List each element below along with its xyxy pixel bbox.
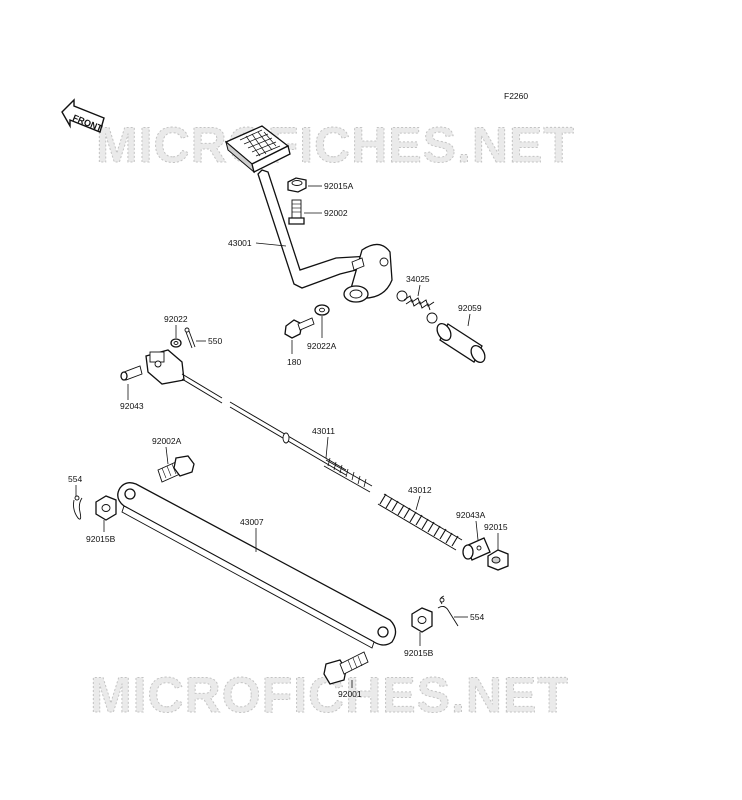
label-34025: 34025 xyxy=(406,274,430,284)
spring-43012 xyxy=(377,493,463,551)
label-92015A: 92015A xyxy=(324,181,354,191)
nut-92015B-right xyxy=(411,607,433,633)
label-92001: 92001 xyxy=(338,689,362,699)
label-554-left: 554 xyxy=(68,474,82,484)
brake-rod-43011 xyxy=(181,373,373,493)
label-92059: 92059 xyxy=(458,303,482,313)
brake-pedal-43001 xyxy=(224,125,393,303)
label-43011: 43011 xyxy=(312,426,335,436)
washer-92022 xyxy=(170,338,182,348)
nut-92015 xyxy=(487,549,509,571)
label-43007: 43007 xyxy=(240,517,264,527)
figure-code: F2260 xyxy=(504,91,528,101)
label-92015B-left: 92015B xyxy=(86,534,116,544)
label-92015: 92015 xyxy=(484,522,508,532)
bolt-180 xyxy=(284,317,315,339)
label-550: 550 xyxy=(208,336,222,346)
label-92002A: 92002A xyxy=(152,436,182,446)
spring-34025 xyxy=(396,290,438,324)
collar-92059 xyxy=(436,322,486,364)
label-92043A: 92043A xyxy=(456,510,486,520)
label-92043: 92043 xyxy=(120,401,144,411)
clevis-joint xyxy=(145,349,185,385)
label-43001: 43001 xyxy=(228,238,252,248)
label-180: 180 xyxy=(287,357,301,367)
link-rod-43007 xyxy=(117,482,397,649)
label-43012: 43012 xyxy=(408,485,432,495)
clip-554-left xyxy=(73,495,83,520)
clip-554-right xyxy=(437,595,459,627)
bolt-92001 xyxy=(323,651,369,685)
cotter-pin-550 xyxy=(184,327,196,349)
front-arrow-icon: FRONT xyxy=(61,98,105,134)
label-554-right: 554 xyxy=(470,612,484,622)
pin-92043 xyxy=(120,365,143,381)
label-92015B-right: 92015B xyxy=(404,648,434,658)
label-92022A: 92022A xyxy=(307,341,337,351)
label-92022: 92022 xyxy=(164,314,188,324)
washer-92022A xyxy=(314,304,330,316)
label-92002: 92002 xyxy=(324,208,348,218)
watermark-top: MICROFICHES.NET xyxy=(96,117,575,173)
nut-92015A xyxy=(287,177,307,193)
bolt-92002A xyxy=(157,455,195,483)
collar-92043A xyxy=(462,537,491,561)
bolt-92002 xyxy=(288,199,305,225)
nut-92015B-left xyxy=(95,495,117,521)
